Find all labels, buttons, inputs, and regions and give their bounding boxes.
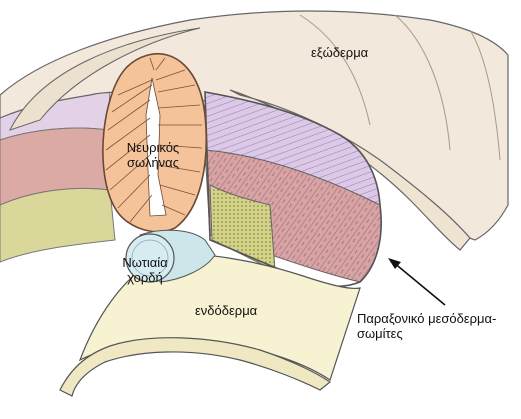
notochord-label-line1: Νωτιαία	[105, 255, 185, 270]
paraxial-label-line2: σωμίτες	[357, 326, 496, 341]
neural-tube-label-line1: Νευρικός	[118, 140, 188, 155]
endoderm-label: ενδόδερμα	[195, 303, 257, 318]
left-somite-olive-band	[0, 188, 115, 262]
ectoderm-label: εξώδερμα	[311, 45, 368, 60]
paraxial-mesoderm-label: Παραξονικό μεσόδερμα- σωμίτες	[357, 311, 496, 341]
neural-tube-label: Νευρικός σωλήνας	[118, 140, 188, 170]
paraxial-pointer-arrow	[388, 258, 445, 305]
paraxial-label-line1: Παραξονικό μεσόδερμα-	[357, 311, 496, 326]
neural-tube-label-line2: σωλήνας	[118, 155, 188, 170]
notochord-label-line2: χορδή	[105, 270, 185, 285]
notochord-label: Νωτιαία χορδή	[105, 255, 185, 285]
